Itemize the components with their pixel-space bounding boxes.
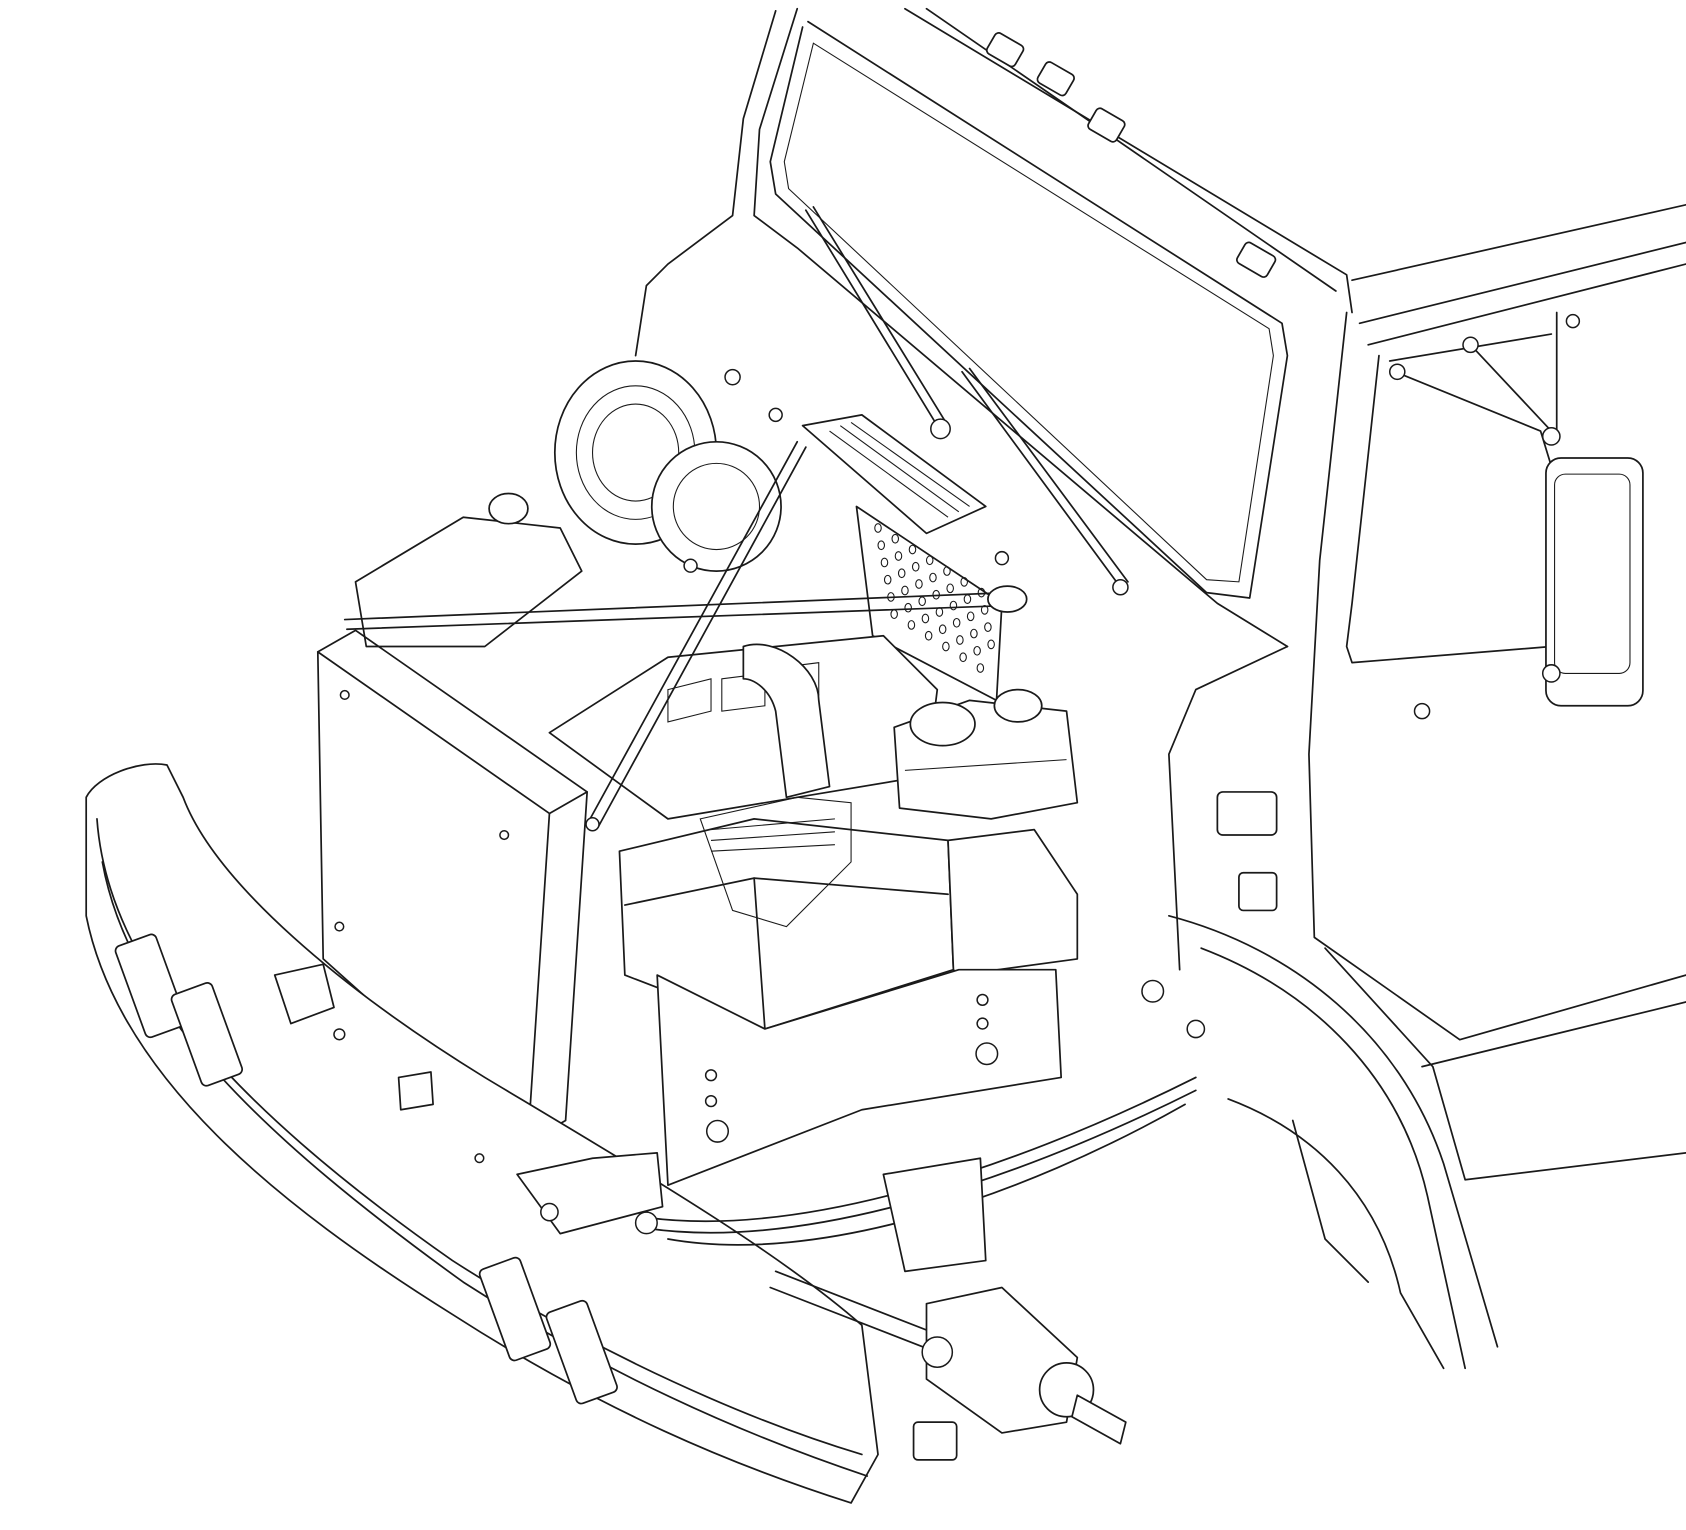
grille-hole [924, 630, 933, 641]
grille-hole [894, 551, 903, 561]
grille-hole [915, 579, 923, 589]
turbo [650, 440, 782, 572]
roof-lights [985, 32, 1277, 278]
fender [1168, 914, 1499, 1370]
intake-hose [742, 643, 831, 799]
windshield [769, 20, 1289, 599]
grille-hole [973, 645, 981, 656]
reservoir-cap [909, 701, 976, 747]
roof-light [985, 32, 1025, 68]
roof-light [1036, 61, 1075, 97]
grille-hole [949, 600, 958, 611]
grille-hole [901, 585, 909, 596]
wipers [804, 206, 1129, 596]
spring-clamp [882, 1157, 987, 1273]
strut-mount [987, 585, 1028, 613]
roof-light [1087, 107, 1126, 143]
wiper-pivot [1112, 578, 1129, 596]
roof-light [1236, 241, 1277, 278]
frame-plate [656, 968, 1063, 1187]
strut-mount [585, 817, 600, 832]
grille-hole [959, 652, 967, 663]
leaf-spring [645, 1076, 1197, 1273]
kingpin-bolt [921, 1336, 954, 1368]
engine [548, 634, 939, 820]
grille-hole [897, 568, 906, 579]
grille-hole [943, 566, 951, 576]
grille-hole [890, 609, 898, 620]
grille-hole [956, 635, 964, 645]
fluid-reservoir [893, 688, 1079, 820]
axle-stub [1071, 1394, 1127, 1445]
grille-hole [970, 628, 978, 639]
grille-hole [946, 583, 954, 594]
coolant-cap [488, 492, 529, 525]
bumper-opening [170, 982, 244, 1087]
coolant-tank [354, 492, 583, 648]
grille-hole [984, 622, 992, 632]
tie-rod-end [912, 1421, 958, 1461]
grille-hole [966, 611, 975, 622]
receiver-box [947, 828, 1079, 976]
front-bumper [85, 763, 879, 1504]
bumper-mounts [273, 963, 1206, 1235]
grille-hole [976, 663, 985, 673]
grille-hole [883, 574, 892, 585]
grille-hole [938, 624, 947, 635]
grille-hole [921, 613, 930, 624]
grille-hole [935, 607, 944, 617]
bumper-opening [478, 1256, 552, 1362]
grille-hole [952, 617, 961, 628]
grille-hole [977, 587, 986, 598]
door-latch [1238, 871, 1278, 912]
bumper-opening [114, 933, 187, 1039]
side-mirror [1388, 311, 1644, 720]
grille-hole [960, 577, 968, 587]
grille-hole [911, 561, 920, 572]
grille-hole [907, 620, 916, 630]
strut-bars [343, 440, 1028, 832]
grille-hole [908, 544, 917, 555]
battery-box [618, 796, 1079, 1030]
front-axle [769, 1270, 1127, 1461]
wiper-pivot [930, 418, 951, 440]
fasteners [683, 368, 1010, 573]
grille-hole [891, 533, 900, 544]
air-intake [553, 360, 782, 572]
grille-hole [874, 523, 882, 533]
grille-hole [963, 594, 972, 604]
grille-hole [918, 596, 926, 607]
cab-body [634, 7, 1686, 1181]
grille-hole [942, 641, 950, 652]
reservoir-cap [993, 688, 1043, 723]
grille-hole [877, 540, 886, 551]
mirror-head [1545, 457, 1644, 707]
grille-hole [880, 557, 889, 568]
door-handle [1216, 791, 1278, 836]
grille-hole [904, 602, 912, 613]
cowl-vent [801, 414, 987, 535]
grille-hole [987, 639, 995, 650]
grille-hole [925, 555, 934, 566]
grille-hole [929, 572, 937, 583]
bumper-opening [545, 1299, 618, 1405]
